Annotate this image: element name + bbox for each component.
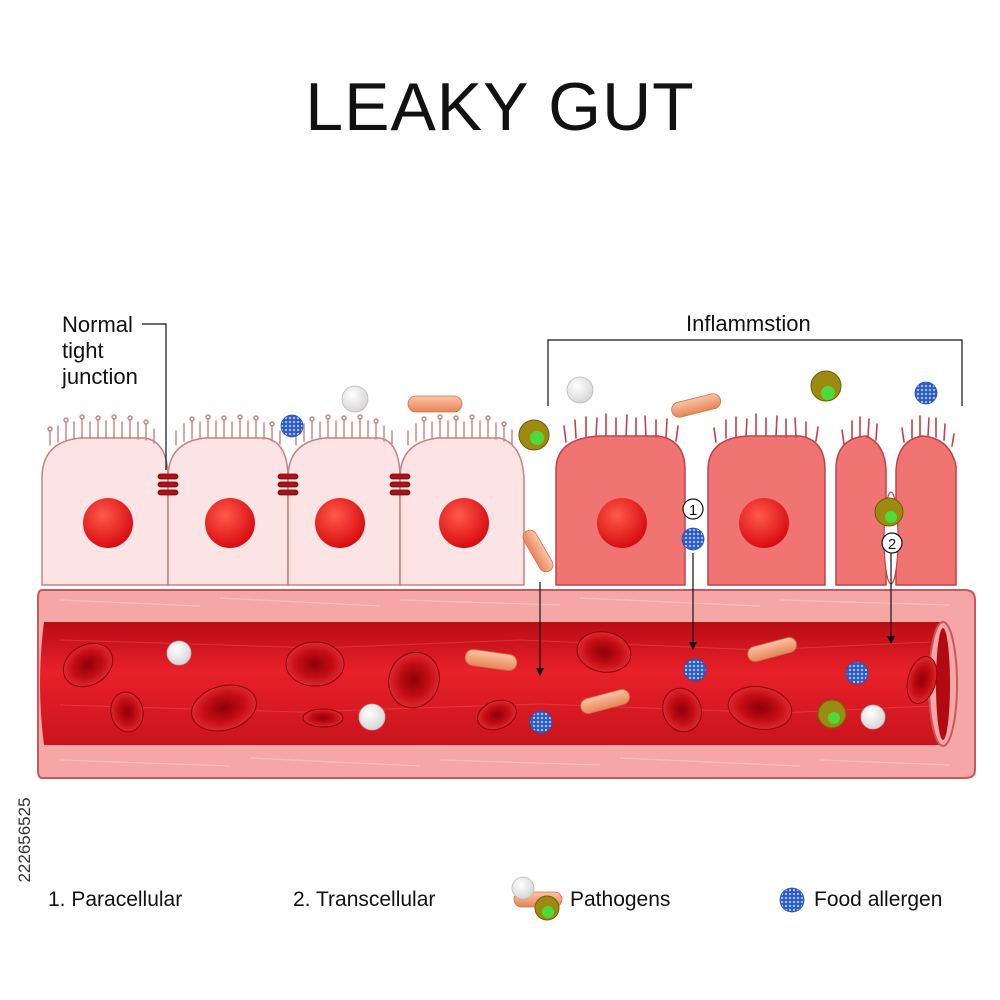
red-blood-cell	[191, 684, 257, 732]
marker-1-label: 1	[689, 502, 697, 519]
legend-pathogens-icon	[511, 876, 563, 921]
cell-nucleus	[315, 498, 365, 548]
inflamed-cell	[835, 435, 887, 586]
marker-2-label: 2	[888, 536, 896, 553]
healthy-epithelium	[41, 414, 525, 586]
normal-tight-junction-label-line-1: Normal	[62, 312, 133, 337]
legend-transcellular: 2. Transcellular	[293, 888, 436, 911]
image-id-text: 222656525	[15, 797, 34, 883]
inflamed-cell	[895, 435, 957, 586]
olive-pathogen	[817, 699, 847, 729]
legend-pathogens: Pathogens	[570, 888, 671, 911]
rod-pathogen	[522, 529, 554, 573]
vessel-opening-inner	[936, 628, 950, 740]
white-particle	[566, 376, 594, 404]
cell-nucleus	[439, 498, 489, 548]
red-blood-cell	[302, 708, 344, 728]
rod-pathogen	[671, 393, 722, 418]
olive-pathogen	[874, 497, 904, 527]
cell-nucleus	[205, 498, 255, 548]
red-blood-cell	[662, 687, 702, 733]
normal-tight-junction-label-line-2: tight	[62, 338, 104, 363]
image-id: 222656525	[14, 765, 36, 915]
particles	[166, 370, 938, 734]
inflamed-epithelium	[555, 413, 957, 586]
red-blood-cell	[576, 631, 632, 673]
white-particle	[860, 704, 886, 730]
blood-vessel	[37, 589, 976, 779]
food-allergen	[529, 710, 553, 734]
normal-tight-junction-label-line-3: junction	[62, 364, 138, 389]
food-allergen	[914, 381, 938, 405]
food-allergen	[845, 661, 869, 685]
cell-nucleus	[739, 498, 789, 548]
rod-pathogen	[407, 395, 463, 413]
cell-nucleus	[83, 498, 133, 548]
vessel-wall-texture	[59, 597, 951, 767]
red-blood-cells	[62, 631, 938, 733]
food-allergen	[280, 414, 304, 438]
olive-pathogen	[810, 370, 842, 402]
red-blood-cell	[727, 686, 793, 730]
diagram-title: LEAKY GUT	[305, 69, 695, 145]
rod-pathogen	[464, 649, 518, 671]
white-particle	[358, 703, 386, 731]
olive-pathogen	[518, 419, 550, 451]
red-blood-cell	[906, 656, 938, 704]
cell-nucleus	[597, 498, 647, 548]
red-blood-cell	[477, 699, 517, 731]
tight-junction-markers	[157, 473, 411, 496]
white-particle	[341, 385, 369, 413]
inflammation-label: Inflammstion	[686, 311, 811, 336]
legend-paracellular: 1. Paracellular	[48, 888, 183, 911]
red-blood-cell	[285, 641, 345, 687]
inflamed-microvilli	[563, 413, 955, 447]
legend-food-allergen: Food allergen	[814, 888, 943, 911]
food-allergen	[683, 658, 707, 682]
healthy-microvilli	[47, 414, 513, 446]
annotation-lines	[142, 323, 963, 670]
rod-pathogen	[580, 689, 630, 714]
marker-1: 1	[682, 498, 704, 520]
legend-food-allergen-icon	[779, 887, 805, 913]
red-blood-cell	[62, 642, 114, 688]
food-allergen	[681, 527, 705, 551]
red-blood-cell	[388, 651, 440, 709]
rod-pathogen	[747, 637, 797, 662]
red-blood-cell	[110, 691, 144, 733]
white-particle	[166, 640, 192, 666]
tight-junction-leader-line	[142, 323, 167, 470]
inflammation-bracket	[547, 339, 963, 406]
marker-2: 2	[881, 532, 903, 554]
vessel-lumen	[40, 622, 949, 745]
arrowheads	[536, 636, 895, 676]
